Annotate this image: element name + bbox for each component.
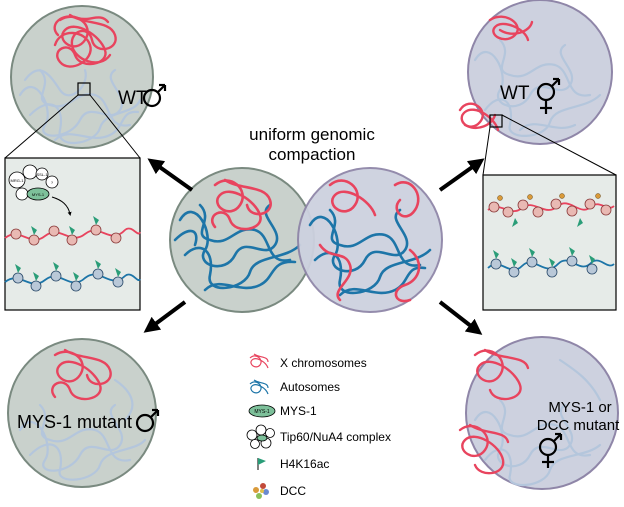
x-h4k16ac-flags	[31, 216, 99, 235]
mrg-label: MRG-1	[11, 178, 25, 183]
dcc-icon	[253, 483, 269, 499]
male-symbol	[135, 408, 160, 433]
ssl-label: SSL-1	[36, 172, 48, 177]
x-chromosome	[53, 13, 117, 68]
zoom-line	[482, 126, 491, 176]
legend-dcc-label: DCC	[280, 484, 306, 498]
wt-male-nucleus: WT	[10, 5, 167, 149]
legend-complex-label: Tip60/NuA4 complex	[280, 430, 391, 444]
mys1-dcc-label-line1: MYS-1 or	[548, 399, 611, 416]
x-chromosome-icon	[249, 353, 269, 369]
zoom-line	[4, 94, 79, 159]
autosomes-faded	[18, 68, 142, 145]
wt-herm-nucleus: WT	[458, 0, 613, 145]
autosome-nucleosomes	[12, 268, 124, 292]
wt-herm-label: WT	[500, 83, 530, 104]
legend: X chromosomes Autosomes MYS-1 MYS-1 Tip6…	[246, 353, 391, 499]
right-inset	[482, 174, 617, 311]
zoom-line	[89, 94, 141, 159]
autosome-icon	[249, 379, 269, 395]
mys1-dcc-label-line2: DCC mutant	[537, 417, 620, 434]
center-male-nucleus	[169, 167, 315, 313]
mys-label: MYS-1	[32, 192, 45, 197]
mys1-mutant-male-nucleus: MYS-1 mutant	[7, 338, 160, 488]
legend-h4k16ac-label: H4K16ac	[280, 457, 329, 471]
male-symbol	[142, 83, 167, 108]
curved-arrow	[51, 196, 72, 216]
center-label-line2: compaction	[269, 145, 356, 164]
mys1-mutant-label: MYS-1 mutant	[17, 412, 132, 432]
autosome-h4k16ac-flags	[15, 260, 121, 281]
zoom-line	[501, 114, 617, 176]
zoom-box	[489, 114, 503, 128]
mys1-oval-text: MYS-1	[254, 409, 270, 415]
zoom-box	[77, 82, 91, 96]
arrows	[143, 158, 485, 335]
hermaphrodite-symbol	[538, 432, 563, 468]
dcc-clusters	[497, 193, 601, 201]
wt-male-label: WT	[118, 88, 148, 109]
legend-autosome-label: Autosomes	[280, 380, 340, 394]
mys1-dcc-mutant-herm-nucleus: MYS-1 or DCC mutant	[458, 336, 620, 490]
legend-mys1-label: MYS-1	[280, 404, 317, 418]
tip60-complex: MRG-1 SSL-1 ? MYS-1	[8, 164, 59, 201]
center-herm-nucleus	[297, 167, 443, 313]
legend-x-label: X chromosomes	[280, 356, 367, 370]
q-label: ?	[51, 180, 54, 185]
center-label-line1: uniform genomic	[249, 125, 375, 144]
left-inset: MRG-1 SSL-1 ? MYS-1	[4, 157, 141, 311]
complex-icon	[246, 424, 275, 449]
x-nucleosomes	[10, 224, 122, 246]
mys1-oval-icon: MYS-1	[248, 404, 276, 418]
flag-icon	[257, 458, 266, 470]
hermaphrodite-symbol	[536, 77, 561, 114]
